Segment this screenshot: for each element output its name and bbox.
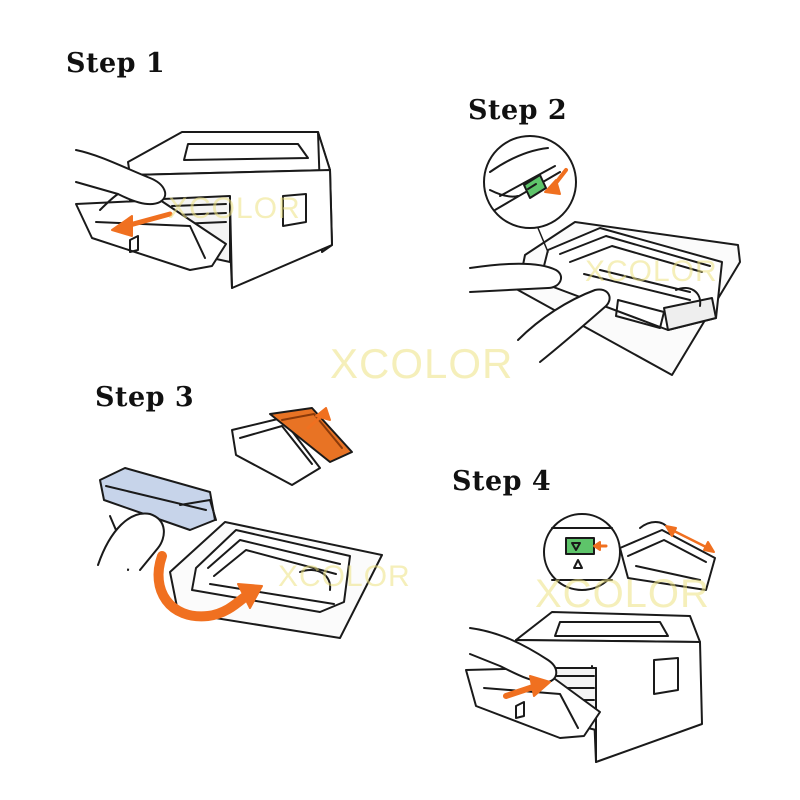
step-2-title: Step 2: [468, 95, 568, 126]
step-3-toner-illustration: [97, 407, 383, 639]
step-4-title: Step 4: [452, 466, 552, 497]
step-1-title: Step 1: [66, 48, 166, 79]
step-2-drum-illustration: [469, 135, 741, 376]
step-1-printer-illustration: [75, 131, 333, 289]
step-3-title: Step 3: [95, 382, 195, 413]
step-4-printer-illustration: [465, 513, 716, 763]
